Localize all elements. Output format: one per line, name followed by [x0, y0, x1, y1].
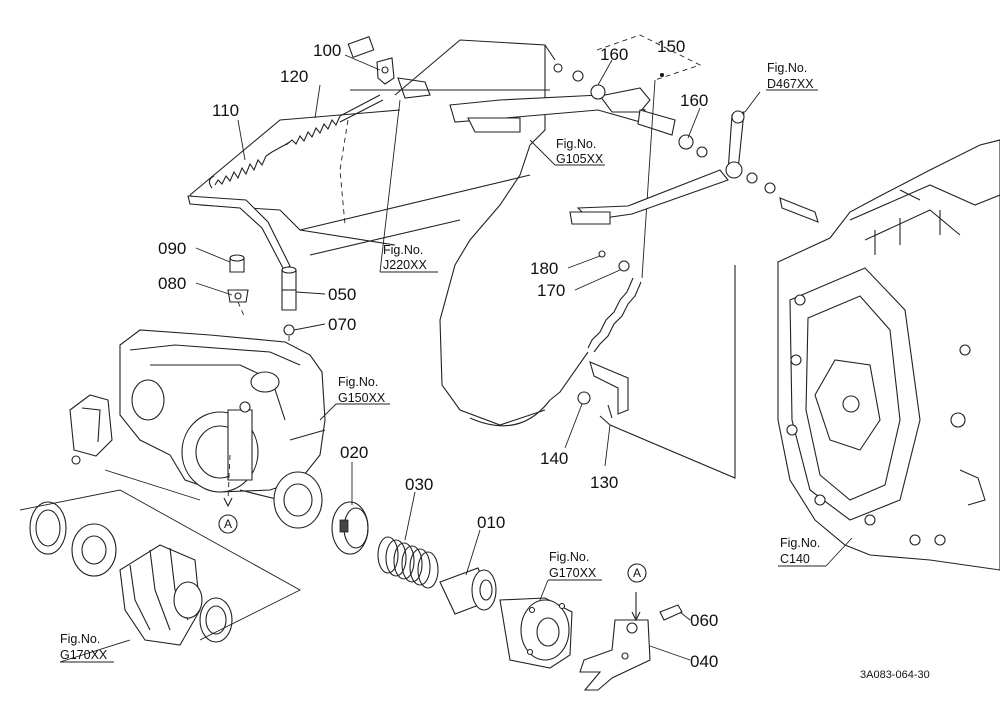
label-080: 080	[158, 274, 186, 293]
svg-text:Fig.No.: Fig.No.	[60, 632, 100, 646]
svg-text:C140: C140	[780, 552, 810, 566]
figure-ref-leaders	[59, 89, 853, 663]
lever-arm-050	[187, 195, 297, 410]
rod-120	[271, 94, 384, 153]
label-160-top: 160	[600, 45, 628, 64]
fork-040	[579, 592, 651, 691]
spring-030	[377, 536, 439, 589]
label-090: 090	[158, 239, 186, 258]
marker-a-right: A	[627, 563, 647, 583]
coupling-g170	[499, 597, 573, 669]
svg-text:G170XX: G170XX	[60, 648, 108, 662]
fig-ref-j220: Fig.No. J220XX	[383, 243, 427, 272]
seal-ring-left	[29, 501, 67, 555]
label-170: 170	[537, 281, 565, 300]
lower-pedal-link	[569, 169, 729, 225]
svg-text:Fig.No.: Fig.No.	[780, 536, 820, 550]
label-120: 120	[280, 67, 308, 86]
svg-text:G170XX: G170XX	[549, 566, 597, 580]
leader-lines	[195, 54, 761, 661]
fig-ref-g150: Fig.No. G150XX	[338, 375, 386, 405]
nut-090	[229, 254, 245, 273]
spring-110	[208, 151, 273, 189]
svg-text:A: A	[633, 566, 641, 580]
drawing-code: 3A083-064-30	[860, 669, 930, 681]
collar-020	[331, 501, 369, 555]
clevis-100	[347, 35, 431, 99]
washer-080	[227, 289, 249, 319]
label-040: 040	[690, 652, 718, 671]
svg-text:J220XX: J220XX	[383, 258, 427, 272]
label-060: 060	[690, 611, 718, 630]
svg-text:G150XX: G150XX	[338, 391, 386, 405]
label-180: 180	[530, 259, 558, 278]
differential-gear	[119, 544, 203, 646]
svg-text:D467XX: D467XX	[767, 77, 814, 91]
svg-text:Fig.No.: Fig.No.	[549, 550, 589, 564]
label-140: 140	[540, 449, 568, 468]
marker-a-left: A	[218, 514, 238, 534]
fig-ref-g170-center: Fig.No. G170XX	[549, 550, 597, 580]
seal-ring-right	[199, 597, 233, 643]
label-010: 010	[477, 513, 505, 532]
transmission-case-c140	[609, 139, 1000, 571]
part-labels: 100 120 110 090 080 050 070 160 150 160 …	[158, 37, 718, 671]
label-030: 030	[405, 475, 433, 494]
svg-text:Fig.No.: Fig.No.	[556, 137, 596, 151]
shifter-010	[439, 567, 497, 615]
pin-060	[659, 604, 683, 621]
label-100: 100	[313, 41, 341, 60]
differential-case-g150	[69, 329, 326, 508]
label-020: 020	[340, 443, 368, 462]
figure-refs: Fig.No. G105XX Fig.No. J220XX Fig.No. D4…	[60, 61, 820, 662]
fig-ref-c140: Fig.No. C140	[780, 536, 820, 566]
fig-ref-d467: Fig.No. D467XX	[767, 61, 814, 91]
svg-text:Fig.No.: Fig.No.	[383, 243, 423, 257]
bearing-left	[71, 523, 117, 577]
svg-text:Fig.No.: Fig.No.	[767, 61, 807, 75]
fig-ref-g170-left: Fig.No. G170XX	[60, 632, 108, 662]
svg-text:G105XX: G105XX	[556, 152, 604, 166]
label-160-right: 160	[680, 91, 708, 110]
svg-text:A: A	[224, 517, 232, 531]
label-050: 050	[328, 285, 356, 304]
label-150: 150	[657, 37, 685, 56]
bracket-130	[577, 361, 629, 426]
label-130: 130	[590, 473, 618, 492]
exploded-guide-lines	[19, 469, 301, 641]
label-070: 070	[328, 315, 356, 334]
bearing	[273, 471, 323, 529]
lever-d467	[725, 110, 819, 223]
pedal-linkage-150	[449, 34, 708, 279]
svg-text:Fig.No.: Fig.No.	[338, 375, 378, 389]
cable-assembly-140	[469, 250, 642, 427]
fig-ref-g105: Fig.No. G105XX	[556, 137, 604, 166]
label-110: 110	[212, 101, 239, 120]
